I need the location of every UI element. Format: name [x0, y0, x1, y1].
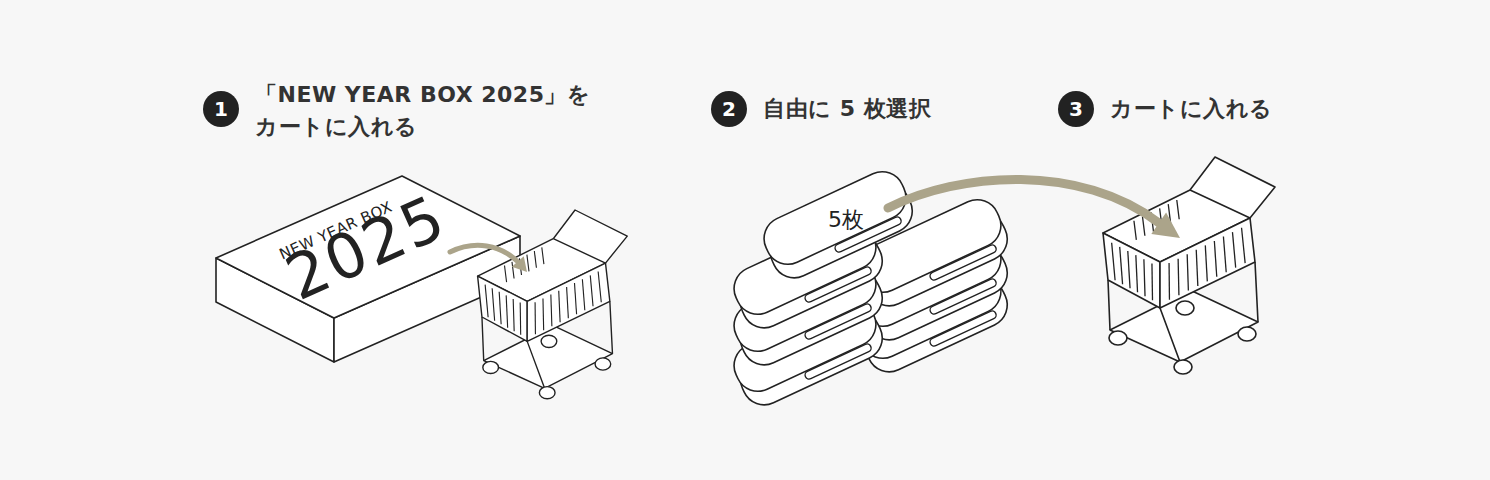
towel-stack [727, 165, 1015, 412]
towel-top [757, 165, 913, 272]
step: 3カートに入れる [1058, 91, 1094, 127]
quantity-label: 5枚 [828, 209, 864, 231]
arrow-into-cart [450, 245, 527, 272]
towel-fold [804, 343, 873, 381]
cart-large [1103, 157, 1275, 374]
step: 2自由に 5 枚選択 [711, 91, 747, 127]
step-heading: カートに入れる [1110, 93, 1277, 125]
cart-small [478, 210, 628, 399]
towel-fold [804, 303, 873, 341]
step-heading: 自由に 5 枚選択 [763, 93, 936, 125]
step-heading: 「NEW YEAR BOX 2025」を カートに入れる [255, 79, 595, 143]
box-illustration [216, 176, 520, 362]
callout-number: 3 [1058, 91, 1094, 127]
arrow-into-cart [888, 179, 1180, 238]
step: 1「NEW YEAR BOX 2025」を カートに入れる [203, 91, 239, 127]
towel [757, 165, 920, 285]
callout-number: 1 [203, 91, 239, 127]
towel-fold [929, 244, 998, 282]
callout-number: 2 [711, 91, 747, 127]
